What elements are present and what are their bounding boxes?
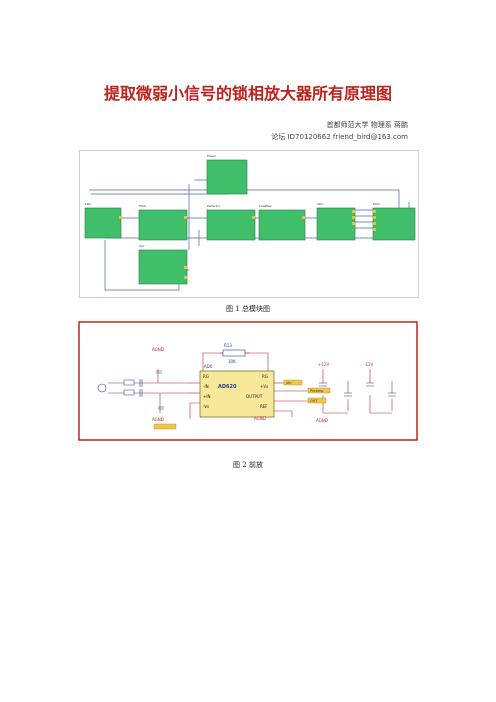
block-detector: Detector (206, 204, 256, 241)
label-vin: Vin (286, 381, 292, 385)
label-agnd-1: AGND (152, 347, 164, 352)
signal-source-icon (97, 383, 107, 393)
block-osc: Osc (138, 244, 188, 285)
figure2-caption: 图 2 前放 (233, 461, 263, 469)
chip-name: AD620 (218, 384, 237, 390)
block-mcu: MCU (372, 202, 416, 241)
label-preamp: Preamp (310, 389, 324, 393)
block-power: Power (206, 154, 248, 195)
svg-text:Filter: Filter (139, 204, 147, 208)
document-title: 提取微弱小信号的锁相放大器所有原理图 (103, 84, 392, 103)
block-power-label: Power (207, 154, 217, 158)
label-agnd-4: AGND (316, 418, 328, 423)
svg-text:RG: RG (203, 374, 209, 379)
svg-text:LNA: LNA (85, 202, 92, 206)
label-plus12v: +12V (318, 362, 329, 367)
svg-text:-Vs: -Vs (203, 404, 209, 409)
svg-text:LowPass: LowPass (259, 204, 272, 208)
svg-text:Detector: Detector (207, 204, 221, 208)
rg-label: R13 (224, 343, 232, 348)
svg-text:ADC: ADC (317, 202, 323, 206)
svg-text:+IN: +IN (203, 394, 211, 399)
block-adc: ADC (316, 202, 356, 241)
block-filter: Filter (138, 204, 188, 241)
contact-line: 论坛 ID70120662 friend_bird@163.com (271, 133, 408, 141)
figure2-preamp-schematic: R13 30K AD0 AD620 RG -IN +IN -Vs RG +Vs … (78, 321, 418, 441)
svg-text:OUTPUT: OUTPUT (246, 394, 263, 399)
svg-text:REF: REF (260, 404, 268, 409)
figure1-caption: 图 1 总模块图 (226, 305, 270, 313)
label-out: OUT (310, 399, 318, 403)
figure1-block-diagram: Power LNA Filter Detector LowPass ADC MC… (79, 150, 419, 298)
ad620-chip (199, 370, 275, 418)
svg-text:+Vs: +Vs (260, 384, 268, 389)
rg-value: 30K (228, 359, 236, 364)
label-agnd-3: AGND (254, 416, 266, 421)
svg-text:-IN: -IN (203, 384, 209, 389)
rg-resistor (222, 349, 246, 357)
block-lna: LNA (84, 202, 122, 239)
svg-text:MCU: MCU (373, 202, 380, 206)
author-line: 首都师范大学 物理系 蒋鹏 (326, 121, 408, 129)
svg-text:RG: RG (262, 374, 268, 379)
label-minus12v: -12V (364, 362, 374, 367)
svg-text:Osc: Osc (139, 244, 145, 248)
chip-ref: AD0 (204, 364, 213, 369)
block-lowpass: LowPass (258, 204, 306, 241)
label-agnd-2: AGND (152, 417, 164, 422)
